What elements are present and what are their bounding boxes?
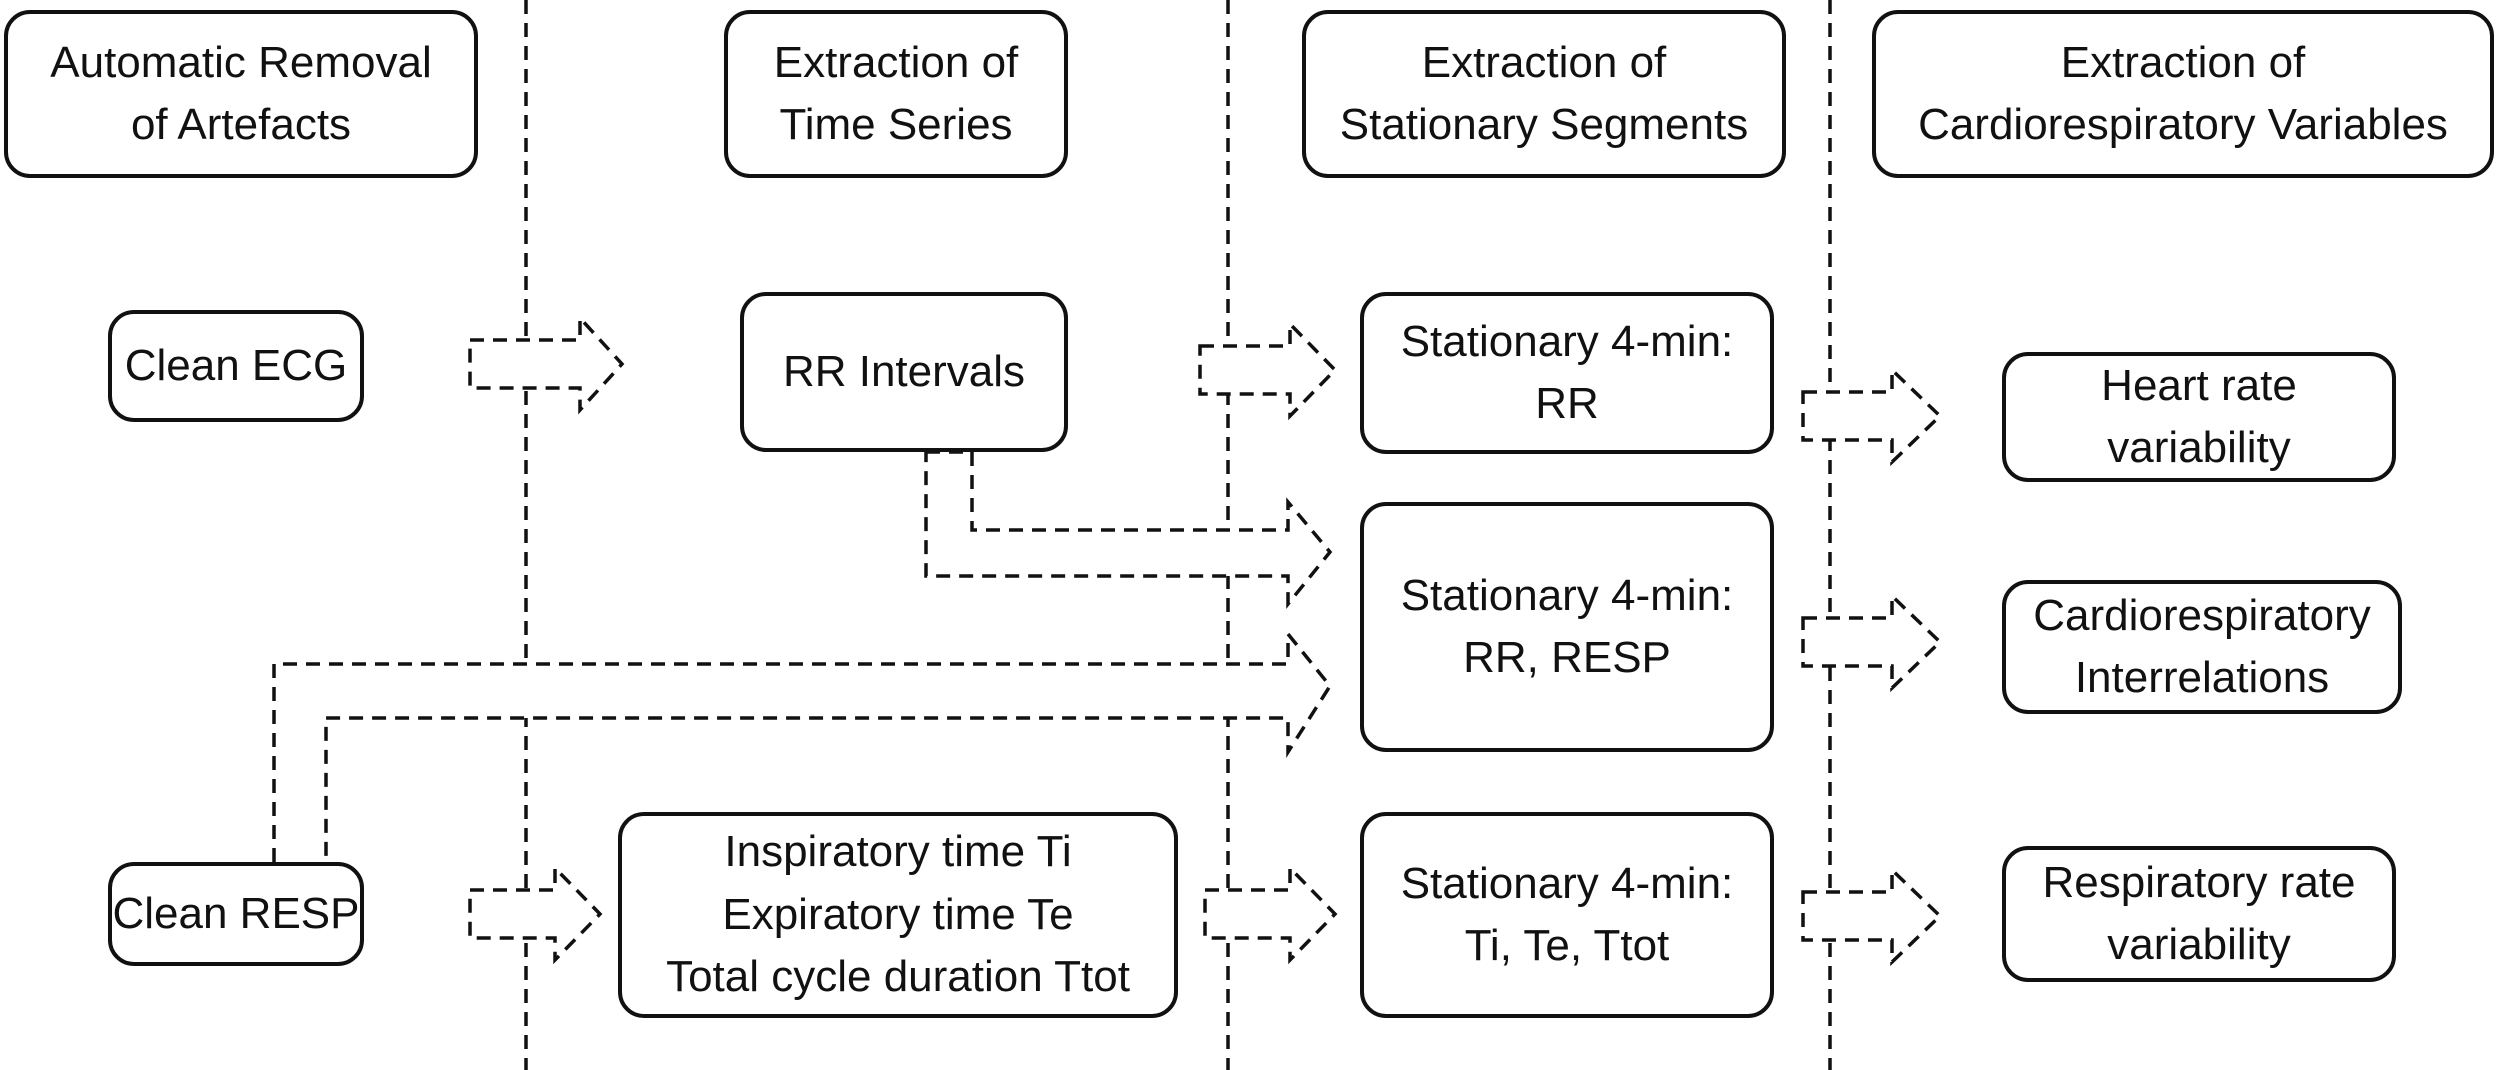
- node-label: Ti, Te, Ttot: [1464, 921, 1670, 970]
- header-line: Automatic Removal: [50, 37, 432, 87]
- node-label: RR, RESP: [1463, 633, 1671, 682]
- arrow-resp-to-times: [468, 863, 603, 965]
- node-label: variability: [2107, 920, 2291, 969]
- node-label: RR Intervals: [782, 346, 1026, 396]
- node-respiratory-rate-variability: Respiratory rate variability: [2002, 846, 2396, 982]
- node-heart-rate-variability: Heart rate variability: [2002, 352, 2396, 482]
- node-label: Expiratory time Te: [722, 889, 1074, 939]
- arrow-rr-to-stat-rr-resp: [924, 450, 1333, 609]
- node-label: Clean RESP: [112, 888, 360, 938]
- node-label: Stationary 4-min:: [1400, 316, 1734, 366]
- node-label: Heart rate: [2101, 360, 2297, 410]
- node-label: variability: [2107, 423, 2291, 472]
- header-line: Extraction of: [773, 37, 1019, 87]
- arrow-stat-rr-to-hrv: [1801, 365, 1943, 467]
- header-line: Stationary Segments: [1339, 100, 1749, 149]
- node-label: Cardiorespiratory: [2033, 590, 2371, 640]
- arrow-stat-ti-to-rrv: [1801, 865, 1943, 967]
- node-clean-resp: Clean RESP: [108, 862, 364, 966]
- node-label: Clean ECG: [124, 340, 348, 390]
- arrow-times-to-stat-ti: [1203, 863, 1338, 965]
- node-stationary-rr-resp: Stationary 4-min: RR, RESP: [1360, 502, 1774, 752]
- arrow-stat-rr-resp-to-cardio: [1801, 591, 1943, 693]
- node-stationary-ti-te-ttot: Stationary 4-min: Ti, Te, Ttot: [1360, 812, 1774, 1018]
- header-line: Time Series: [779, 100, 1013, 149]
- node-label: RR: [1535, 379, 1599, 428]
- header-line: Extraction of: [1421, 37, 1667, 87]
- node-label: Interrelations: [2074, 653, 2330, 702]
- node-label: Total cycle duration Ttot: [666, 952, 1130, 1002]
- node-cardiorespiratory-interrelations: Cardiorespiratory Interrelations: [2002, 580, 2402, 714]
- node-clean-ecg: Clean ECG: [108, 310, 364, 422]
- arrow-resp-to-stat-rr-resp: [272, 629, 1333, 862]
- node-rr-intervals: RR Intervals: [740, 292, 1068, 452]
- node-stationary-rr: Stationary 4-min: RR: [1360, 292, 1774, 454]
- node-label: Stationary 4-min:: [1400, 858, 1734, 908]
- column-header-stationary-segments: Extraction of Stationary Segments: [1302, 10, 1786, 178]
- node-respiratory-times: Inspiratory time Ti Expiratory time Te T…: [618, 812, 1178, 1018]
- header-line: Cardiorespiratory Variables: [1918, 100, 2448, 149]
- arrow-ecg-to-rr: [468, 313, 625, 415]
- column-header-time-series: Extraction of Time Series: [724, 10, 1068, 178]
- node-label: Respiratory rate: [2042, 857, 2356, 907]
- header-line: of Artefacts: [130, 100, 352, 149]
- column-header-automatic-removal: Automatic Removal of Artefacts: [4, 10, 478, 178]
- arrow-rr-to-stat-rr: [1198, 319, 1338, 421]
- header-line: Extraction of: [2060, 37, 2306, 87]
- node-label: Stationary 4-min:: [1400, 570, 1734, 620]
- column-header-cardiorespiratory-variables: Extraction of Cardiorespiratory Variable…: [1872, 10, 2494, 178]
- node-label: Inspiratory time Ti: [724, 827, 1072, 877]
